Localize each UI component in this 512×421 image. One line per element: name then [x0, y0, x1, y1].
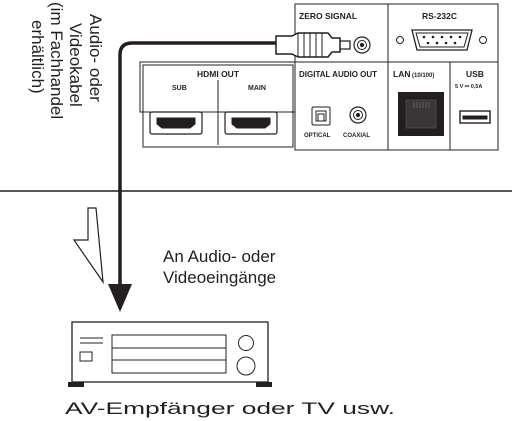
- direction-arrow-icon: [72, 207, 104, 285]
- hdmi-sub-port: [149, 111, 203, 135]
- lan-label: LAN: [393, 69, 410, 79]
- hdmi-group-box: [142, 64, 294, 148]
- rs232c-label: RS-232C: [422, 11, 457, 21]
- optical-label: OPTICAL: [304, 133, 331, 139]
- lan-speed-label: (10/100): [412, 73, 434, 79]
- usb-port: [459, 110, 491, 124]
- cable-label-line-1: Audio- oder: [86, 14, 105, 102]
- zero-signal-label: ZERO SIGNAL: [299, 11, 357, 21]
- panel-labels: ZERO SIGNAL RS-232C DIGITAL AUDIO OUT LA…: [172, 11, 484, 139]
- receiver-caption: AV-Empfänger oder TV usw.: [65, 400, 395, 418]
- digital-audio-out-label: DIGITAL AUDIO OUT: [299, 70, 377, 79]
- hdmi-sub-label: SUB: [172, 85, 187, 92]
- cable-label-line-4: erhältlich): [28, 20, 47, 94]
- usb-label: USB: [466, 69, 484, 79]
- rca-plug: [275, 32, 341, 58]
- cable-line: [118, 41, 276, 292]
- cable-arrow-icon: [108, 284, 132, 312]
- hdmi-main-label: MAIN: [248, 85, 266, 92]
- zero-signal-jack: [353, 36, 371, 54]
- coaxial-label: COAXIAL: [343, 133, 370, 139]
- input-label-line-2: Videoeingänge: [163, 268, 276, 287]
- usb-rating-label: 5 V ⎓ 0,5A: [455, 84, 482, 90]
- hdmi-out-label: HDMI OUT: [197, 69, 240, 79]
- cable-label: Audio- oder Videokabel (im Fachhandel er…: [28, 2, 105, 119]
- av-receiver-icon: [68, 321, 272, 387]
- coaxial-jack: [349, 106, 367, 124]
- cable-label-line-3: (im Fachhandel: [47, 2, 66, 119]
- input-label-line-1: An Audio- oder: [163, 247, 276, 266]
- av-cable: [108, 32, 351, 312]
- lan-port: [398, 92, 444, 136]
- hdmi-main-port: [224, 111, 278, 135]
- input-label: An Audio- oder Videoeingänge: [163, 247, 276, 287]
- optical-port: [311, 106, 331, 126]
- cable-label-line-2: Videokabel: [66, 23, 85, 107]
- rs232c-port: [396, 29, 487, 51]
